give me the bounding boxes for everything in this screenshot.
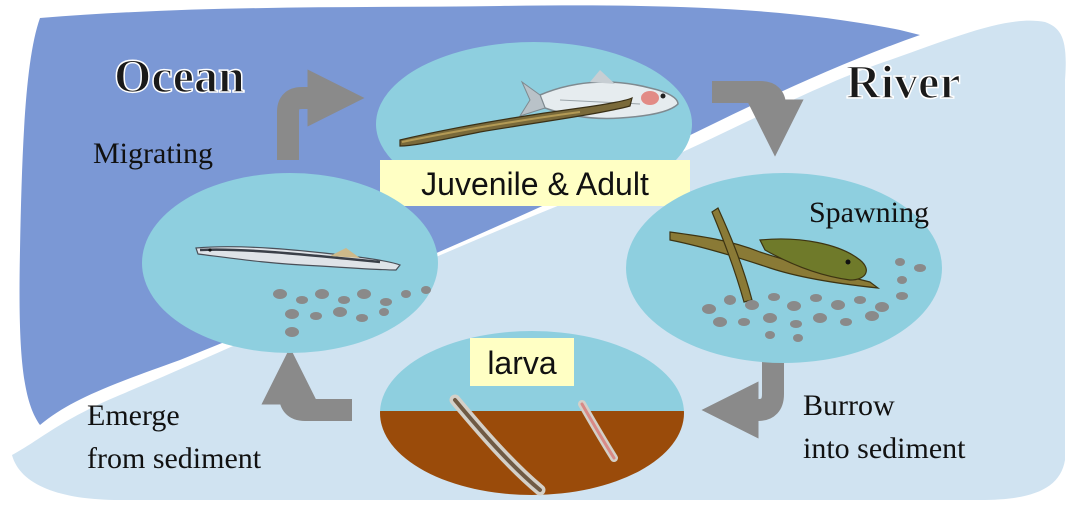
emerge-label-line2: from sediment bbox=[87, 442, 262, 475]
burrow-label-line1: Burrow bbox=[803, 389, 895, 422]
larva-label: larva bbox=[487, 345, 557, 381]
spawning-label: Spawning bbox=[809, 196, 929, 229]
stage-juvenile-adult: Juvenile & Adult bbox=[376, 42, 692, 206]
stage-spawning: Spawning bbox=[626, 173, 942, 363]
ocean-title: Ocean bbox=[114, 50, 245, 103]
migrating-label: Migrating bbox=[93, 137, 213, 170]
river-title: River bbox=[846, 56, 961, 109]
burrow-label-line2: into sediment bbox=[803, 432, 966, 465]
stage-migrating bbox=[142, 173, 438, 353]
emerge-label-line1: Emerge bbox=[87, 399, 180, 432]
juvenile-adult-label: Juvenile & Adult bbox=[421, 166, 649, 202]
